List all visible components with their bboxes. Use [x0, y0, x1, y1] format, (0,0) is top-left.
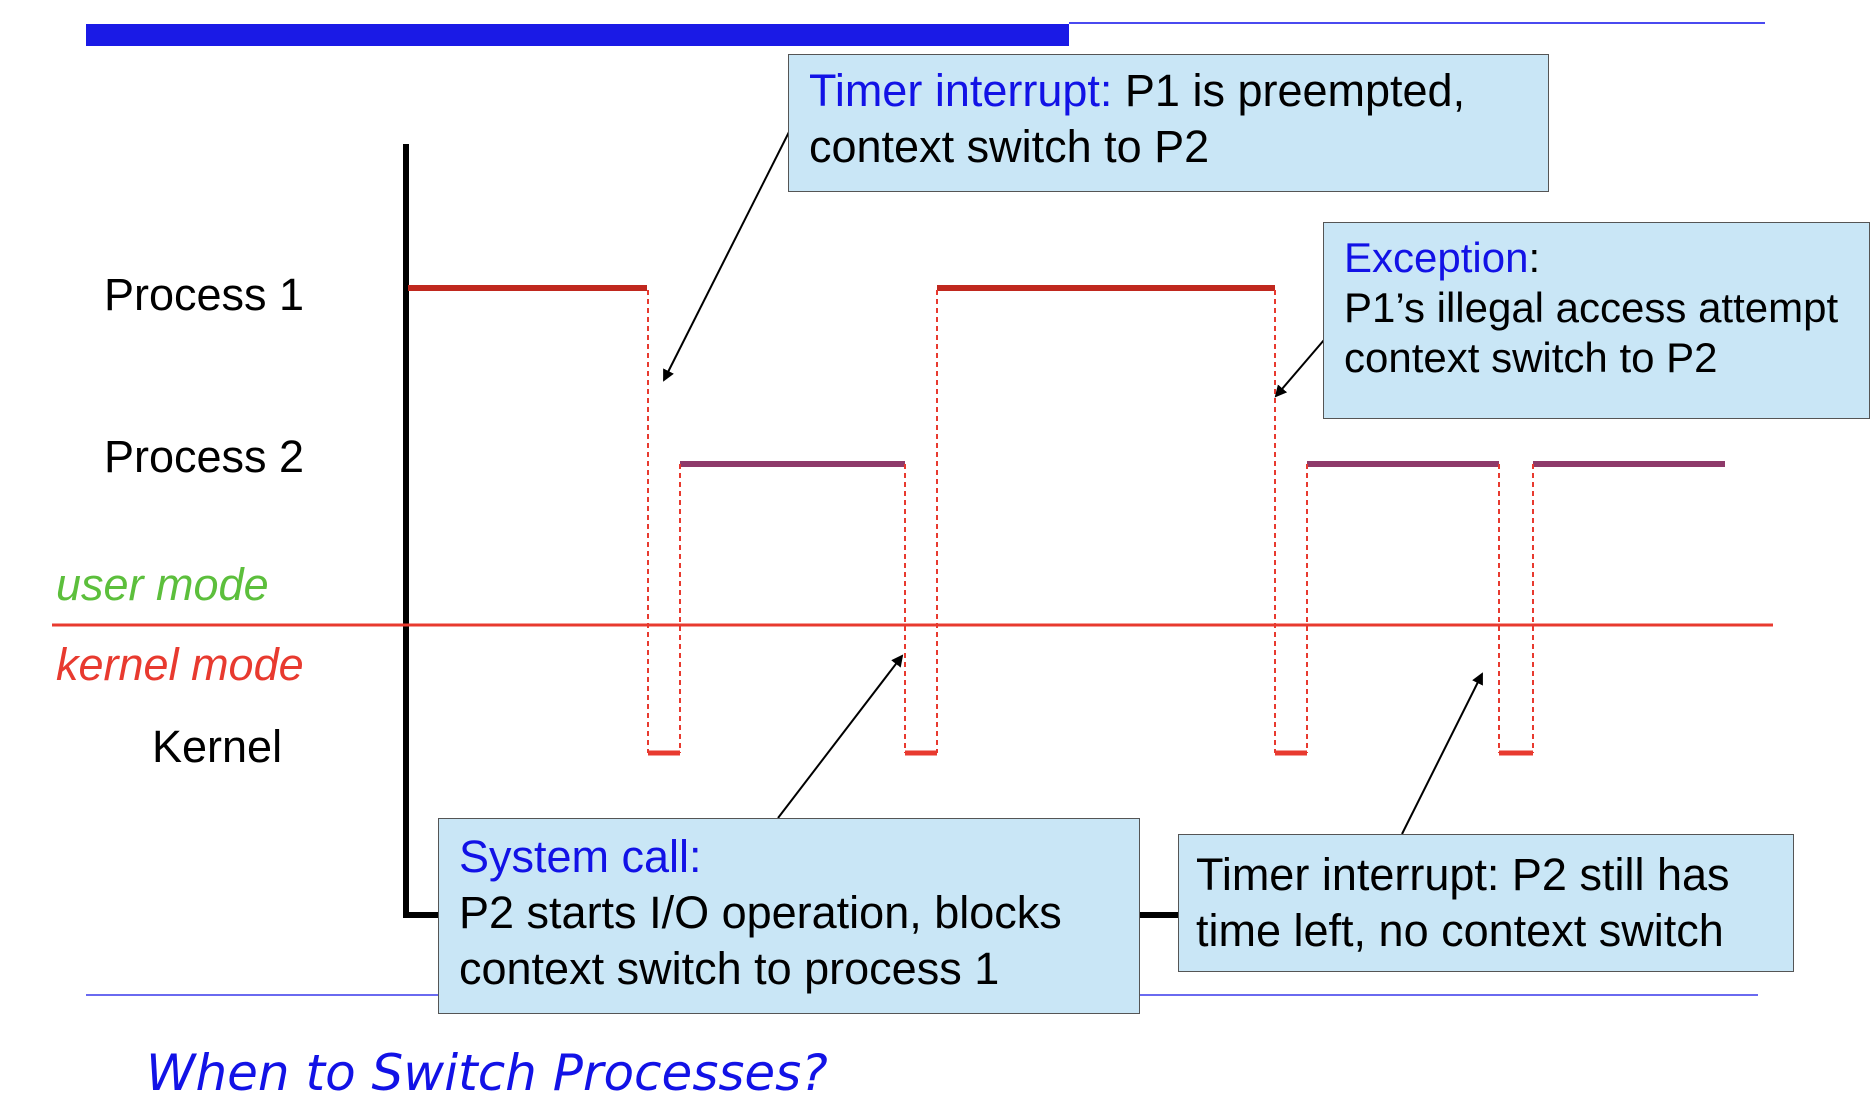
callout-timer-interrupt-preempt: Timer interrupt: P1 is preempted, contex… [788, 54, 1549, 192]
callout-timer-interrupt-no-switch: Timer interrupt: P2 still has time left,… [1178, 834, 1794, 972]
callout-text: time left, no context switch [1196, 905, 1724, 956]
callout-heading: System call: [459, 831, 702, 882]
label-user-mode: user mode [56, 559, 269, 610]
arrow-exception [1274, 339, 1325, 398]
slide-title: When to Switch Processes? [146, 1044, 828, 1102]
transition-dashed-lines [647, 290, 1534, 753]
arrow-timer-no-switch [1401, 672, 1483, 835]
callout-text: context switch to P2 [809, 121, 1210, 172]
callout-heading: Exception [1344, 234, 1529, 281]
callout-text: P1 is preempted, [1112, 65, 1466, 116]
callout-text: P2 starts I/O operation, blocks [459, 887, 1062, 938]
callout-text: context switch to P2 [1344, 334, 1718, 381]
header-bar-thick [86, 24, 1069, 46]
callout-heading: Timer interrupt: [809, 65, 1113, 116]
callout-text: P1’s illegal access attempt [1344, 284, 1839, 331]
arrow-timer-preempt [663, 129, 791, 382]
callout-text: context switch to process 1 [459, 943, 1000, 994]
callout-exception: Exception: P1’s illegal access attempt c… [1323, 222, 1870, 419]
callout-system-call: System call: P2 starts I/O operation, bl… [438, 818, 1140, 1014]
arrow-system-call [777, 654, 904, 819]
callout-heading-suffix: : [1528, 234, 1541, 281]
callout-text: Timer interrupt: P2 still has [1196, 849, 1730, 900]
label-process-2: Process 2 [104, 431, 304, 482]
label-kernel-mode: kernel mode [56, 639, 304, 690]
label-process-1: Process 1 [104, 269, 304, 320]
label-kernel: Kernel [152, 721, 282, 772]
